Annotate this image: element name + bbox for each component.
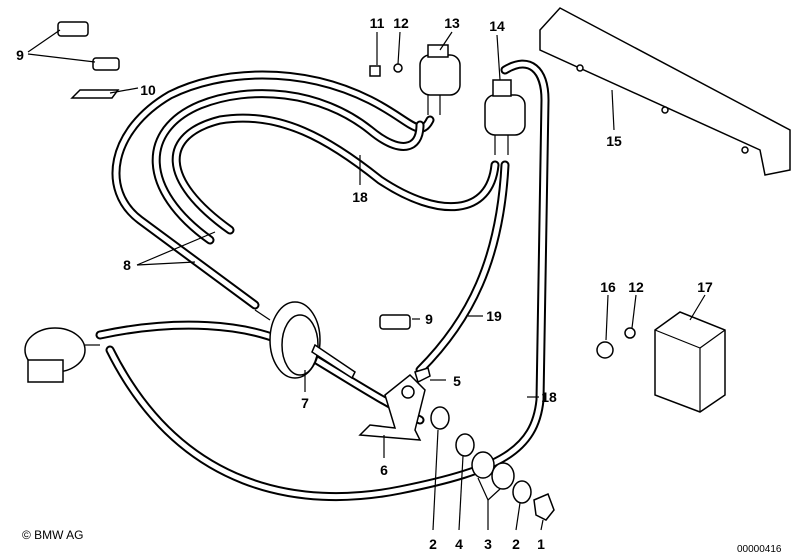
hose-18-upper: [171, 113, 500, 235]
callout-4: 4: [455, 536, 463, 552]
bracket-10: [70, 89, 120, 99]
callout-15: 15: [606, 133, 622, 149]
callout-7: 7: [301, 395, 309, 411]
grommet-3a: [471, 451, 495, 479]
callout-9: 9: [16, 47, 24, 63]
callout-17: 17: [697, 279, 713, 295]
vacuum-unit-7: [254, 301, 356, 380]
switch-valve-14: [484, 79, 526, 155]
callout-2: 2: [429, 536, 437, 552]
callout-5: 5: [453, 373, 461, 389]
callout-14: 14: [489, 18, 505, 34]
leader-lines: [27, 29, 706, 531]
callout-3: 3: [484, 536, 492, 552]
pressure-regulator: [24, 327, 100, 383]
copyright: © BMW AG: [22, 528, 84, 542]
callout-12: 12: [393, 15, 409, 31]
callout-16: 16: [600, 279, 616, 295]
spacer-4: [455, 433, 475, 457]
switch-valve-13: [419, 44, 461, 115]
bracket-15: [539, 7, 791, 176]
callout-12b: 12: [628, 279, 644, 295]
washer-2b: [512, 480, 532, 504]
bracket-6: [358, 373, 426, 441]
callout-2b: 2: [512, 536, 520, 552]
callout-18: 18: [352, 189, 368, 205]
callout-11: 11: [370, 15, 385, 31]
screw-16: [596, 341, 614, 359]
washer-12b: [624, 327, 636, 339]
hose-18-long: [105, 59, 550, 502]
hose-19: [415, 160, 510, 375]
screw-11: [369, 65, 381, 77]
callout-18b: 18: [541, 389, 557, 405]
callout-8: 8: [123, 257, 131, 273]
hose-loop-middle: [151, 89, 425, 245]
callout-labels: 9 10 11 12 13 14 15 18 8 9 19 16 12 17 5…: [16, 15, 713, 552]
control-unit-17: [654, 311, 726, 413]
callout-9b: 9: [425, 311, 433, 327]
clip-9c: [379, 314, 411, 330]
bolt-5: [414, 367, 431, 384]
callout-10: 10: [140, 82, 156, 98]
washer-12: [393, 63, 403, 73]
washer-2: [430, 406, 450, 430]
clip-9a: [57, 21, 89, 37]
callout-13: 13: [444, 15, 460, 31]
nut-1: [533, 493, 555, 521]
callout-6: 6: [380, 462, 388, 478]
grommet-3b: [491, 462, 515, 490]
callout-1: 1: [537, 536, 545, 552]
callout-19: 19: [486, 308, 502, 324]
clip-9b: [92, 57, 120, 71]
hose-loop-outer: [111, 70, 435, 310]
image-code: 00000416: [737, 544, 782, 555]
